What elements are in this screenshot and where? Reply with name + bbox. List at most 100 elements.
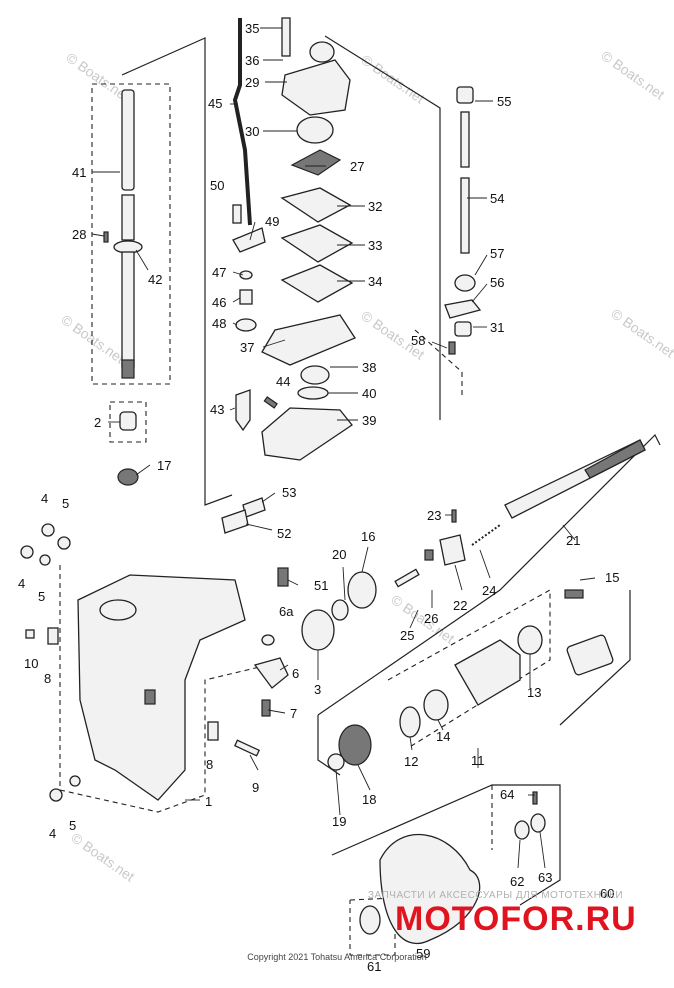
- prop-bushing-frame: [349, 897, 396, 956]
- washer: [261, 634, 275, 646]
- bolt: [564, 589, 584, 599]
- callout: 39: [362, 413, 376, 428]
- spring: [424, 549, 434, 561]
- callout: 38: [362, 360, 376, 375]
- group-frames: [59, 35, 661, 956]
- callout: 51: [314, 578, 328, 593]
- callout: 5: [62, 496, 69, 511]
- propshaft-frame-top: [317, 433, 661, 716]
- clip: [221, 509, 249, 534]
- seal: [517, 625, 543, 655]
- callout: 31: [490, 320, 504, 335]
- watermark: © Boats.net: [608, 305, 674, 360]
- callout: 36: [245, 53, 259, 68]
- plunger: [394, 568, 420, 588]
- bushing: [119, 411, 137, 431]
- callout: 11: [471, 753, 485, 768]
- plate: [444, 299, 482, 319]
- callout: 52: [277, 526, 291, 541]
- washer: [514, 820, 530, 840]
- bolt: [232, 204, 242, 224]
- cotter-pin: [532, 791, 538, 805]
- washer: [239, 270, 253, 280]
- gasket: [261, 407, 353, 461]
- shift-shaft: [460, 177, 470, 254]
- bearing: [423, 689, 449, 721]
- callout: 8: [44, 671, 51, 686]
- brand-caption: ЗАПЧАСТИ И АКСЕССУАРЫ ДЛЯ МОТОТЕХНИКИ: [368, 890, 624, 901]
- callout: 24: [482, 583, 496, 598]
- watermark: © Boats.net: [388, 591, 457, 646]
- callout: 5: [38, 589, 45, 604]
- callout: 4: [18, 576, 25, 591]
- o-ring: [399, 706, 421, 738]
- housing-mark: [144, 689, 156, 705]
- bearing-carrier: [454, 639, 521, 706]
- pinion-gear: [117, 468, 139, 486]
- callout: 8: [206, 757, 213, 772]
- callout: 18: [362, 792, 376, 807]
- nut: [25, 629, 35, 639]
- callout: 50: [210, 178, 224, 193]
- gearcase-housing: [77, 574, 246, 801]
- watermark: © Boats.net: [598, 47, 667, 102]
- callout: 4: [41, 491, 48, 506]
- callout: 53: [282, 485, 296, 500]
- brand-logo: MOTOFOR.RU: [395, 900, 637, 938]
- callout: 45: [208, 96, 222, 111]
- propshaft-frame-left: [317, 715, 341, 776]
- rod-bracket: [232, 227, 266, 253]
- callout: 29: [245, 75, 259, 90]
- pump-frame-left: [121, 37, 233, 506]
- bushing-group-frame: [109, 401, 147, 443]
- callout: 23: [427, 508, 441, 523]
- callout: 17: [157, 458, 171, 473]
- fasteners: [20, 523, 584, 802]
- callout: 58: [411, 333, 425, 348]
- callout: 12: [404, 754, 418, 769]
- callout: 25: [400, 628, 414, 643]
- propeller-shaft: [504, 439, 646, 519]
- callout: 28: [72, 227, 86, 242]
- o-ring: [297, 386, 329, 400]
- clip: [47, 627, 59, 645]
- forward-gear: [347, 571, 377, 609]
- pin: [103, 231, 109, 243]
- callout: 3: [314, 682, 321, 697]
- bolt: [277, 567, 289, 587]
- callout: 47: [212, 265, 226, 280]
- housing-port: [99, 599, 137, 621]
- callout: 4: [49, 826, 56, 841]
- clutch-dog: [439, 534, 466, 566]
- prop-bushing: [359, 905, 381, 935]
- washer: [331, 599, 349, 621]
- callout: 62: [510, 874, 524, 889]
- callout: 16: [361, 529, 375, 544]
- callout: 5: [69, 818, 76, 833]
- callout: 30: [245, 124, 259, 139]
- callout: 63: [538, 870, 552, 885]
- watermark: © Boats.net: [58, 311, 127, 366]
- callout: 49: [265, 214, 279, 229]
- callout: 34: [368, 274, 382, 289]
- anode: [253, 657, 289, 689]
- leader-lines: [91, 27, 596, 869]
- callout: 37: [240, 340, 254, 355]
- callout: 48: [212, 316, 226, 331]
- callout: 9: [252, 780, 259, 795]
- bolt: [233, 739, 261, 757]
- callout: 6a: [279, 604, 294, 619]
- callout: 46: [212, 295, 226, 310]
- callout: 60: [600, 886, 614, 901]
- callout: 35: [245, 21, 259, 36]
- callout: 26: [424, 611, 438, 626]
- propeller-frame: [331, 784, 561, 906]
- callout: 32: [368, 199, 382, 214]
- callout: 43: [210, 402, 224, 417]
- bushing: [239, 289, 253, 305]
- water-pump: [261, 17, 356, 366]
- prop-nut: [530, 813, 546, 833]
- o-ring: [235, 318, 257, 332]
- callout: 41: [72, 165, 86, 180]
